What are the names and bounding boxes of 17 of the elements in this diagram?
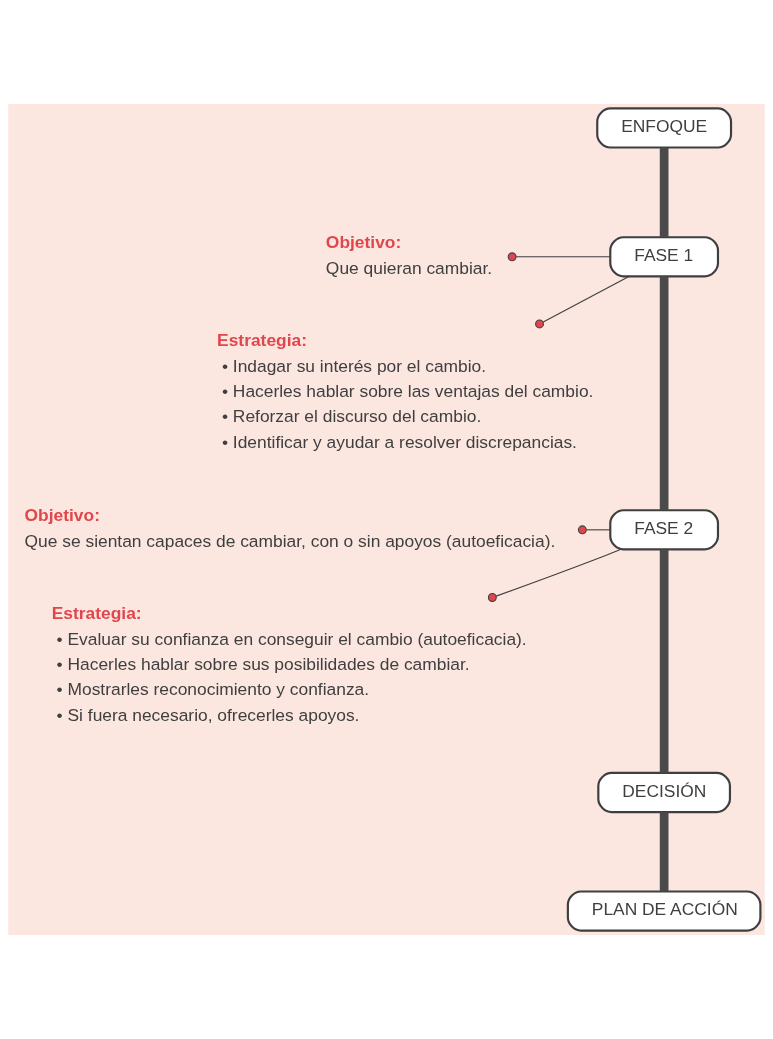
connector — [577, 525, 611, 535]
node-text: Estrategia: • Indagar su interés por el cambio. • Hacerles hablar sobre las ventajas del cambio. • Reforzar el discurso del cambio. • Identificar y ayudar a resolver discrepancias. — [217, 330, 594, 452]
node-text: Objetivo: Que se sientan capaces de cambiar, con o sin apoyos (autoeficacia). — [24, 504, 556, 552]
connector — [659, 812, 669, 892]
node-box: DECISIÓN — [597, 771, 732, 814]
node-box: FASE 2 — [609, 509, 720, 551]
node-box: PLAN DE ACCIÓN — [566, 890, 762, 932]
connector — [487, 548, 621, 602]
node-text: Objetivo: Que quieran cambiar. — [325, 231, 493, 279]
connector — [659, 549, 669, 773]
connector — [659, 276, 669, 510]
connector — [535, 276, 630, 329]
node-box: ENFOQUE — [596, 107, 733, 149]
node-box: FASE 1 — [609, 236, 720, 278]
node-text: Estrategia: • Evaluar su confianza en conseguir el cambio (autoeficacia). • Hacerles hablar sobre sus posibilidades de cambiar. • Mostrarles reconocimiento y confianza. • Si fuera necesario, ofrecerles apoyos. — [51, 603, 527, 725]
connector — [507, 252, 611, 262]
connector — [659, 147, 669, 237]
